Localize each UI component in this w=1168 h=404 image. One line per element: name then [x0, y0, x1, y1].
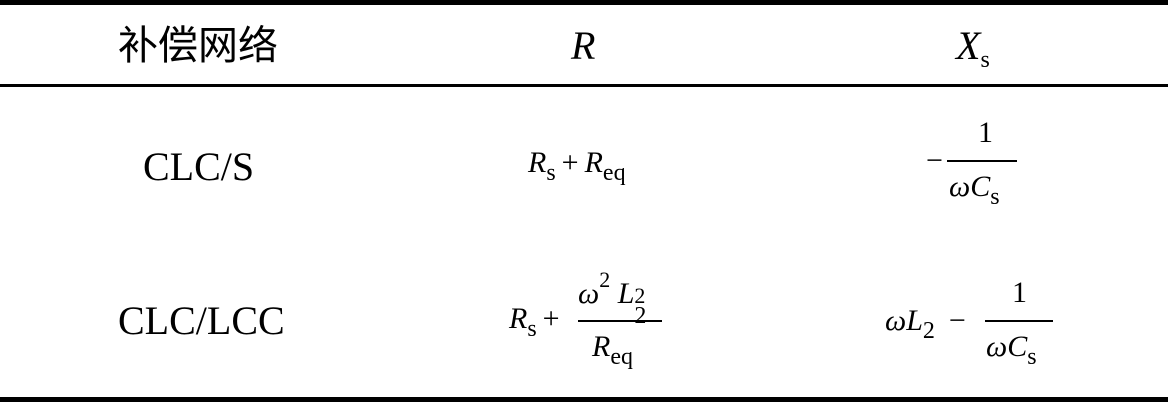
header-xs: Xs [956, 23, 990, 74]
r-rs-sub: s [546, 160, 556, 186]
header-xs-sub: s [980, 47, 990, 73]
table-top-rule [0, 0, 1168, 5]
x-numerator-clc-lcc: 1 [1012, 276, 1027, 309]
table-header-rule [0, 84, 1168, 87]
r-formula-clc-s: Rs+Req [528, 146, 626, 187]
r-plus: + [542, 302, 560, 335]
r-rs-sub: s [527, 316, 537, 342]
r-denominator-clc-lcc: Req [592, 330, 633, 371]
x-formula-clc-lcc: ωL2− [885, 304, 972, 345]
row-label-clc-s: CLC/S [143, 144, 255, 189]
r-l-sup: 2 [634, 283, 646, 308]
x-fraction-bar-clc-lcc [985, 320, 1053, 322]
header-r: R [571, 23, 596, 68]
x-c-var: C [1007, 330, 1028, 363]
r-l-sub: 2 [634, 303, 647, 329]
x-denominator-clc-s: ωCs [949, 170, 1000, 211]
x-numerator-clc-s: 1 [978, 116, 993, 149]
r-omega: ω [578, 277, 600, 310]
table-bottom-rule [0, 397, 1168, 402]
x-minus-clc-s: − [926, 144, 943, 177]
r-rs-var: R [528, 146, 547, 179]
x-c-var: C [970, 170, 991, 203]
r-l-var: L [617, 277, 635, 310]
r-omega-sup: 2 [599, 267, 611, 292]
x-fraction-bar-clc-s [947, 160, 1017, 162]
x-omega: ω [986, 330, 1008, 363]
x-denominator-clc-lcc: ωCs [986, 330, 1037, 371]
row-label-clc-lcc: CLC/LCC [118, 298, 285, 343]
x-omega: ω [949, 170, 971, 203]
r-plus: + [561, 146, 579, 179]
x-c-sub: s [1027, 344, 1037, 370]
r-fraction-bar-clc-lcc [578, 320, 662, 322]
r-rs-var: R [509, 302, 528, 335]
x-omega: ω [885, 304, 907, 337]
x-c-sub: s [990, 184, 1000, 210]
header-compensation-network: 补偿网络 [118, 23, 278, 68]
r-req-var: R [592, 330, 611, 363]
r-req-sub: eq [610, 344, 633, 370]
x-l-sub: 2 [922, 318, 935, 344]
header-xs-var: X [956, 23, 981, 68]
x-minus: − [948, 304, 966, 337]
r-req-var: R [584, 146, 603, 179]
x-l-var: L [906, 304, 923, 337]
r-formula-clc-lcc: Rs+ [509, 302, 566, 343]
r-req-sub: eq [602, 160, 626, 186]
